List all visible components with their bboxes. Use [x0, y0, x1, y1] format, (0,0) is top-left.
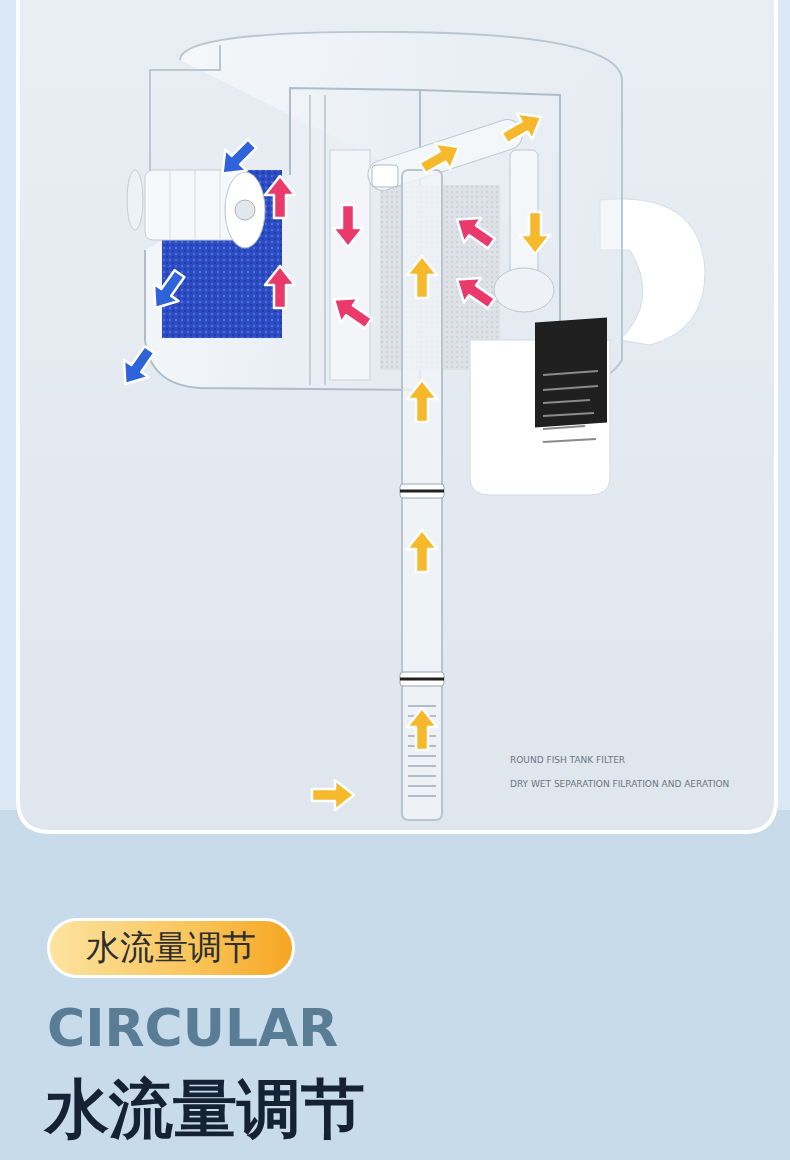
- intake-arrows: [312, 104, 550, 810]
- filtration-arrows: [265, 176, 500, 336]
- caption-text: ROUND FISH TANK FILTER: [510, 755, 625, 765]
- rotating-drum: [127, 170, 265, 248]
- main-heading: 水流量调节: [45, 1066, 365, 1153]
- title-pill: 水流量调节: [47, 918, 295, 978]
- pump-body: [470, 318, 610, 495]
- outflow-arrows: [113, 133, 263, 392]
- bottom-ground: [0, 810, 790, 1160]
- pill-text: 水流量调节: [86, 925, 256, 971]
- english-heading: CIRCULAR: [47, 998, 338, 1058]
- image-card: [18, 0, 776, 832]
- caption-text: DRY WET SEPARATION FILRATION AND AERATIO…: [510, 779, 729, 789]
- air-tube: [494, 150, 554, 312]
- divider: [330, 150, 370, 380]
- intake-tube: [400, 170, 444, 820]
- outlet-pipe: [364, 116, 525, 194]
- pump-label: [535, 318, 607, 428]
